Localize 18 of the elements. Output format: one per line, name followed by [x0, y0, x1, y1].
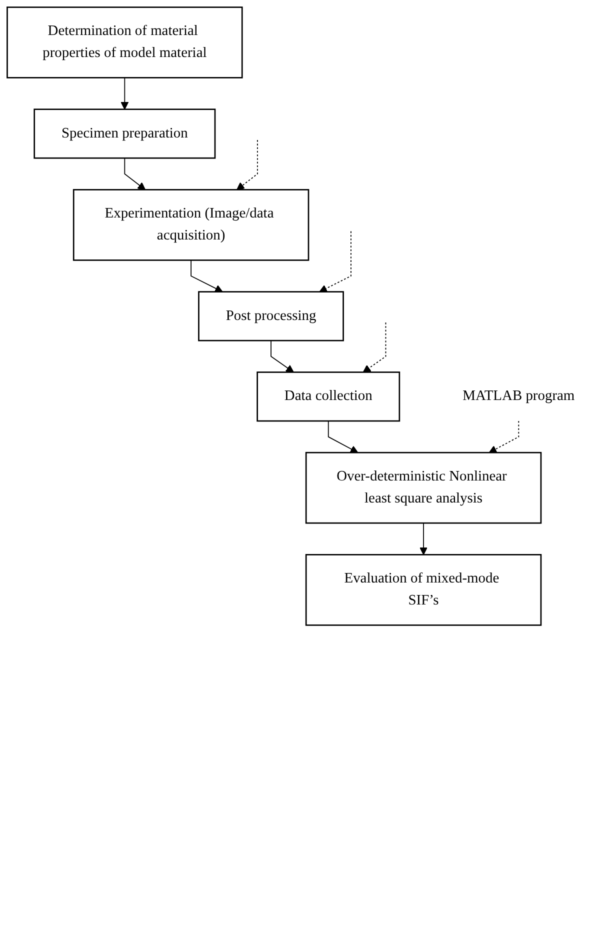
arrow [319, 230, 352, 292]
arrow [124, 158, 146, 190]
node-box: Evaluation of mixed-mode SIF’s [305, 554, 542, 626]
arrow [120, 77, 129, 110]
arrow [190, 260, 223, 292]
arrow [488, 420, 520, 453]
node-box: Determination of material properties of model material [6, 6, 243, 78]
node-box: Data collection [256, 372, 400, 422]
arrow [236, 140, 258, 190]
node-box: Over-deterministic Nonlinear least square analysis [305, 452, 542, 524]
arrow [420, 522, 428, 556]
arrow [270, 340, 294, 373]
node-box: Post processing [198, 291, 344, 342]
node-box: Specimen preparation [34, 108, 216, 159]
arrow [362, 322, 386, 373]
arrow [328, 420, 358, 453]
node-box: Experimentation (Image/data acquisition) [72, 189, 310, 261]
node-text: MATLAB program [462, 388, 575, 404]
